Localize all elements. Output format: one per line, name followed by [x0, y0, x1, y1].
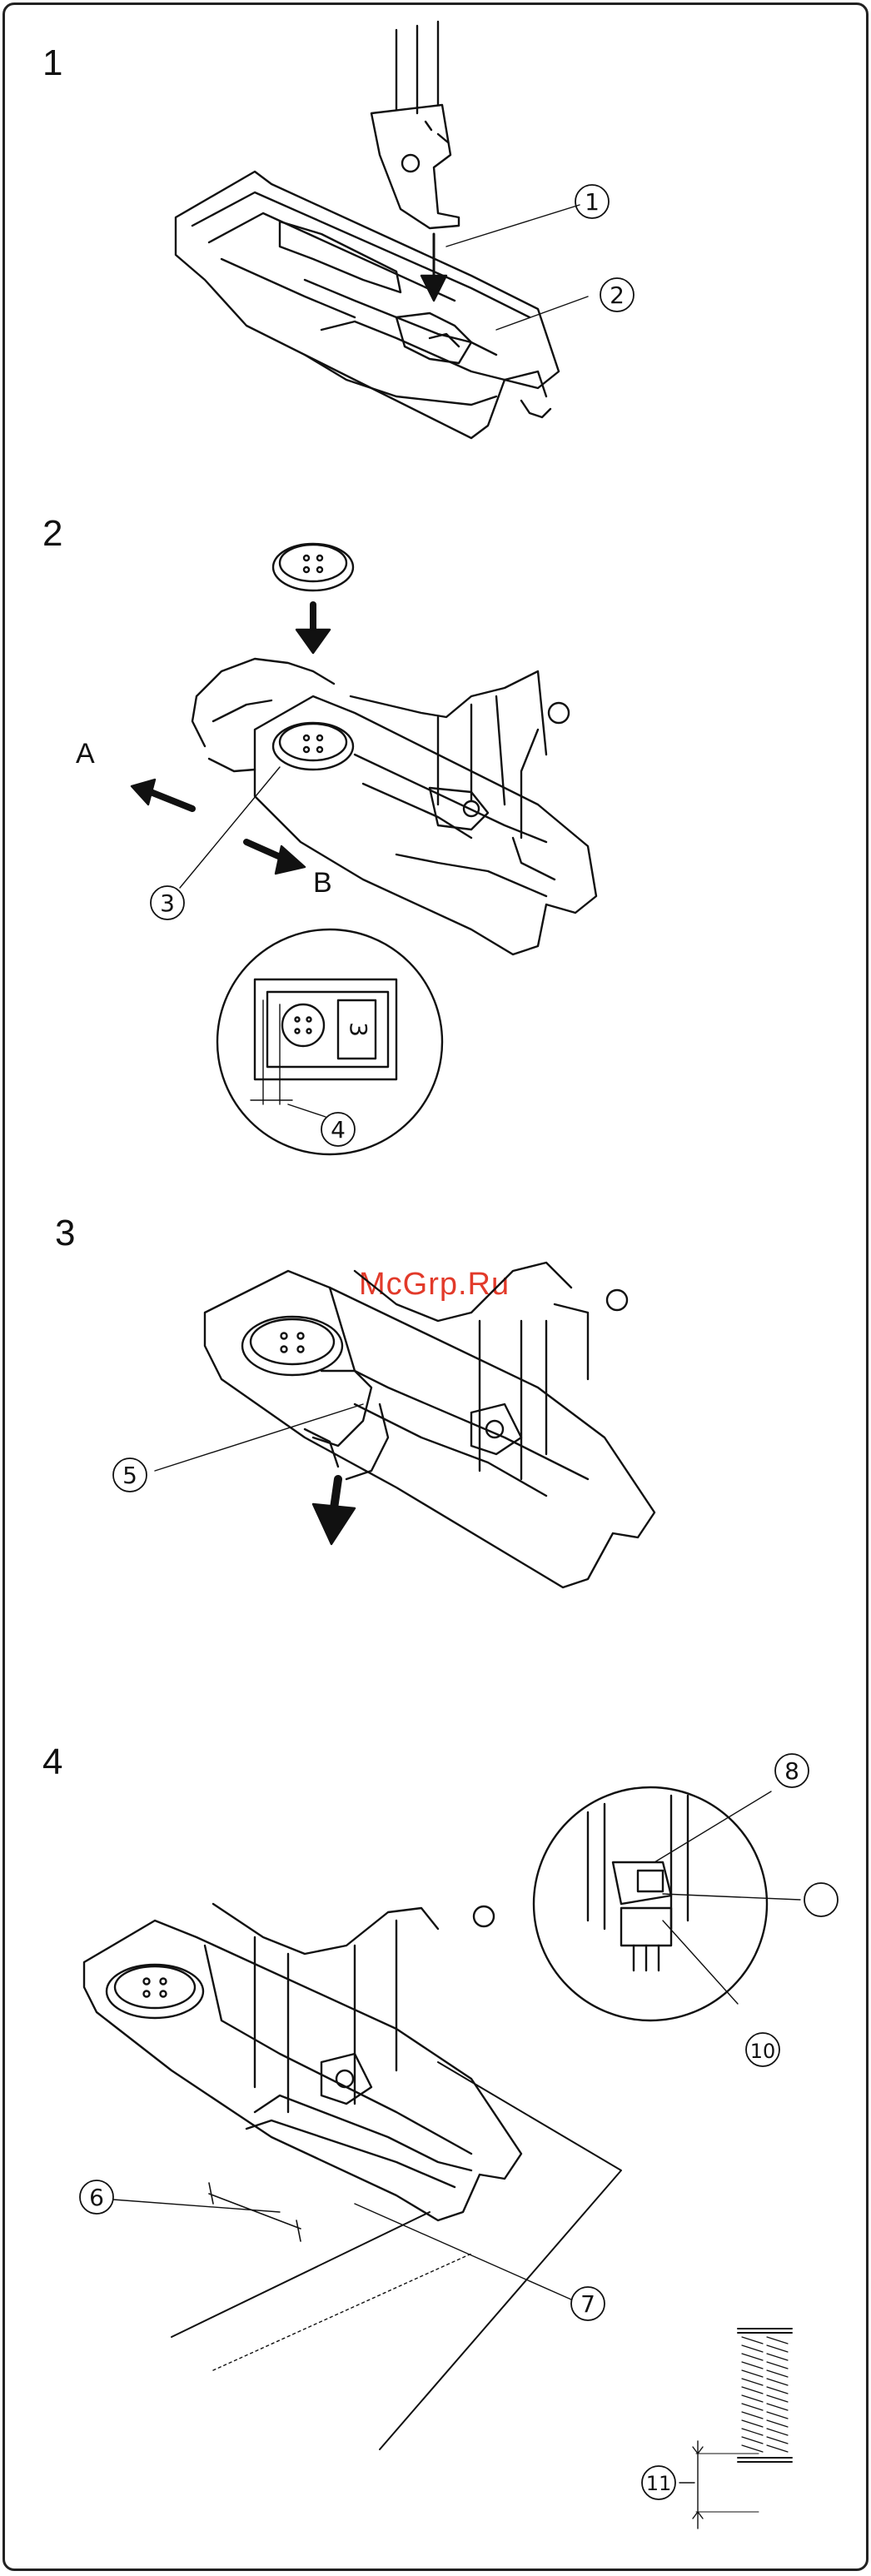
callout-10: 10	[750, 2040, 776, 2063]
illustration-canvas: 1 2	[5, 5, 869, 2571]
callout-2: 2	[610, 282, 625, 309]
callout-4: 4	[331, 1116, 346, 1144]
stitch-sample	[693, 2329, 792, 2529]
callout-9-empty	[804, 1883, 838, 1916]
step4-illustration: 6 7 8 10	[80, 1754, 838, 2529]
callout-3: 3	[160, 889, 175, 917]
callout-8: 8	[784, 1757, 799, 1785]
inset-label: 3	[345, 1022, 372, 1037]
step1-illustration: 1 2	[176, 22, 634, 438]
callout-1: 1	[585, 188, 600, 216]
callout-6: 6	[89, 2184, 104, 2211]
callout-11: 11	[646, 2472, 672, 2495]
callout-5: 5	[122, 1462, 137, 1489]
step2-illustration: 3 3 4	[132, 544, 596, 1154]
callout-7: 7	[580, 2290, 595, 2318]
step3-illustration: 5	[113, 1263, 654, 1587]
